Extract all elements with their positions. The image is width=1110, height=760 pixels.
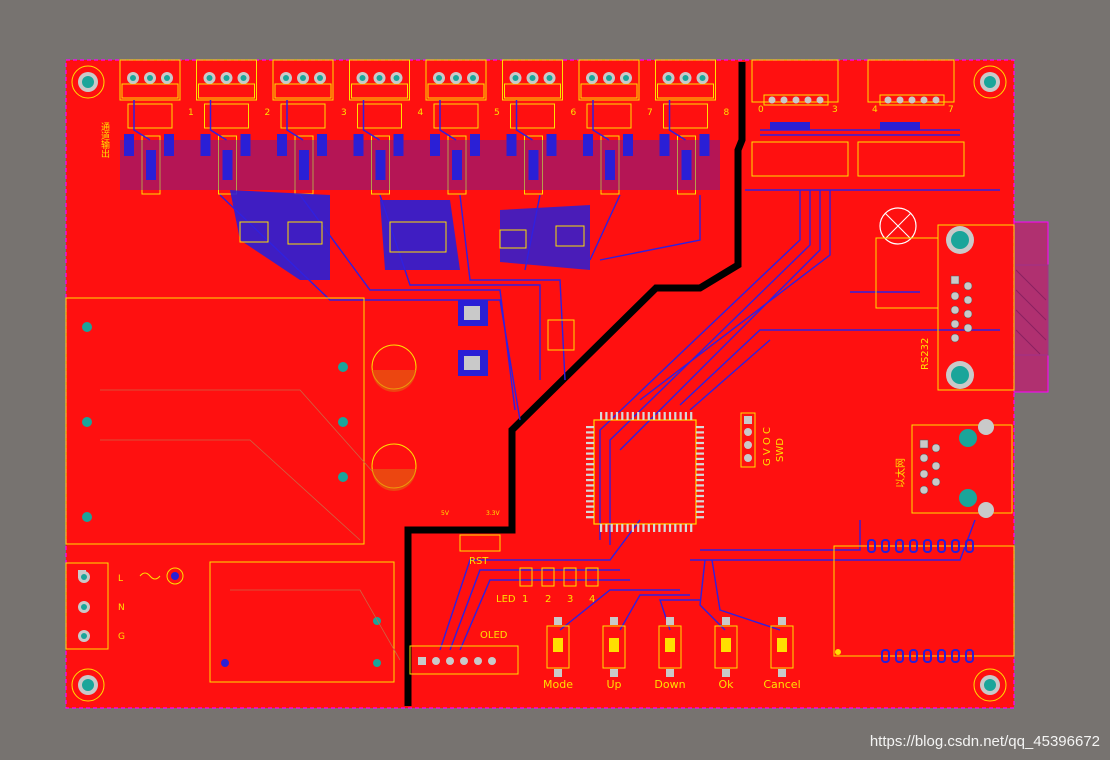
- power-transformer-area: [65, 297, 381, 545]
- relay-channel-5: [425, 59, 487, 195]
- swd-header: [740, 412, 756, 468]
- watermark-url: https://blog.csdn.net/qq_45396672: [869, 733, 1100, 750]
- power-module-outline: [209, 561, 401, 683]
- rs232-db9-port: [875, 224, 1015, 391]
- power-pin-l: L: [118, 574, 123, 584]
- swd-label: SWD: [775, 438, 786, 462]
- relay-channel-1: [119, 59, 181, 195]
- optocoupler-pads: [770, 122, 920, 130]
- label-5v: 5V: [441, 510, 450, 517]
- power-pin-n: N: [118, 603, 125, 613]
- channel-label-3: 3: [341, 108, 347, 118]
- power-pin-g: G: [118, 632, 125, 642]
- ethernet-port: [911, 419, 1013, 518]
- channel-label-2: 2: [265, 108, 271, 118]
- button-label-mode: Mode: [543, 678, 573, 691]
- channel-label-4: 4: [418, 108, 424, 118]
- led-4-label: 4: [589, 594, 595, 605]
- label-3v3: 3.3V: [486, 510, 501, 517]
- channel-number-labels: 1 2 3 4 5 6 7 8: [188, 108, 730, 118]
- relay-channel-4: [349, 59, 410, 195]
- button-down: Down: [654, 617, 686, 691]
- wireless-module-footprint: [833, 539, 1015, 663]
- di-connector-4-7: [867, 59, 955, 106]
- di-label-7: 7: [948, 105, 954, 115]
- channel-label-6: 6: [571, 108, 577, 118]
- led-2-label: 2: [545, 594, 551, 605]
- di-connector-0-3: [751, 59, 839, 106]
- relay-channel-6: [502, 59, 563, 195]
- status-leds: [519, 567, 599, 587]
- isolation-slot: [404, 62, 746, 706]
- di-label-3: 3: [832, 105, 838, 115]
- channel-label-7: 7: [647, 108, 653, 118]
- led-label: LED: [496, 594, 516, 605]
- button-mode: Mode: [543, 617, 573, 691]
- optocoupler-ic-2: [857, 141, 965, 177]
- mcu-chip: [586, 412, 704, 532]
- electrolytic-capacitors: [371, 344, 417, 491]
- button-cancel: Cancel: [763, 617, 801, 691]
- channel-label-5: 5: [494, 108, 500, 118]
- optocoupler-ic-1: [751, 141, 849, 177]
- button-label-down: Down: [654, 678, 685, 691]
- reset-button-footprint: [459, 534, 501, 552]
- push-buttons: Mode Up Down Ok Cancel: [543, 617, 801, 691]
- button-label-up: Up: [606, 678, 621, 691]
- di-label-0: 0: [758, 105, 764, 115]
- button-ok: Ok: [714, 617, 738, 691]
- button-label-ok: Ok: [718, 678, 734, 691]
- channel-label-1: 1: [188, 108, 194, 118]
- ac-power-terminal: [65, 562, 184, 650]
- led-1-label: 1: [522, 594, 528, 605]
- rs232-label: RS232: [920, 338, 931, 370]
- ethernet-label: 以太网: [894, 458, 907, 488]
- rst-label: RST: [469, 556, 489, 567]
- regulator-ics: [239, 221, 585, 376]
- oled-header: [409, 645, 519, 675]
- swd-pin-labels: G V O C: [762, 427, 773, 466]
- button-up: Up: [602, 617, 626, 691]
- db9-connector-body: [1013, 221, 1049, 393]
- relay-channel-8: [655, 59, 716, 195]
- buzzer-footprint: [879, 207, 917, 245]
- channel-output-side-label: 通道输出: [99, 122, 110, 159]
- di-label-4: 4: [872, 105, 878, 115]
- oled-label: OLED: [480, 630, 508, 641]
- channel-trace-copper: [120, 140, 720, 280]
- relay-channel-area: [119, 59, 716, 195]
- led-3-label: 3: [567, 594, 573, 605]
- button-label-cancel: Cancel: [763, 678, 800, 691]
- db9-hatch: [1015, 269, 1047, 355]
- mounting-holes: [71, 65, 1007, 702]
- relay-channel-7: [578, 59, 640, 195]
- relay-channel-2: [196, 59, 257, 195]
- relay-channel-3: [272, 59, 334, 195]
- channel-label-8: 8: [724, 108, 730, 118]
- signal-traces: [219, 129, 1000, 651]
